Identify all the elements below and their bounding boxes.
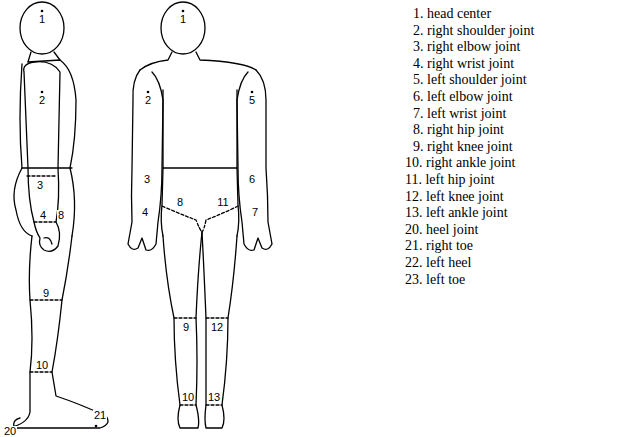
joint-list-item: 23. left toe — [405, 272, 465, 288]
callout-number: 4 — [141, 207, 149, 218]
callout-number: 11 — [216, 197, 229, 208]
callout-number: 21 — [93, 410, 107, 421]
callout-number: 8 — [176, 197, 184, 208]
joint-list-item: 20. heel joint — [405, 222, 479, 238]
callout-number: 3 — [36, 180, 44, 191]
joint-list-item: 21. right toe — [405, 238, 473, 254]
joint-list-item: 10. right ankle joint — [405, 155, 515, 171]
joint-list-item: 1. head center — [413, 6, 491, 22]
callout-number: 1 — [179, 14, 187, 25]
joint-list-item: 7. left wrist joint — [413, 106, 506, 122]
callout-number: 8 — [57, 210, 65, 221]
callout-number: 10 — [35, 360, 49, 371]
joint-list-item: 2. right shoulder joint — [413, 23, 534, 39]
joint-list-item: 6. left elbow joint — [413, 89, 513, 105]
callout-number: 2 — [38, 95, 46, 106]
front-figure — [128, 2, 272, 428]
joint-list-item: 12. left knee joint — [405, 189, 504, 205]
callout-number: 5 — [248, 95, 256, 106]
joint-list-item: 22. left heel — [405, 255, 471, 271]
callout-number: 6 — [248, 174, 256, 185]
callout-number: 13 — [207, 392, 221, 403]
callout-number: 4 — [39, 210, 47, 221]
joint-list-item: 8. right hip joint — [413, 122, 504, 138]
callout-number: 1 — [38, 14, 46, 25]
callout-number: 20 — [3, 426, 17, 437]
callout-number: 3 — [143, 174, 151, 185]
side-figure — [5, 2, 108, 433]
callout-number: 10 — [181, 392, 195, 403]
joint-list-item: 11. left hip joint — [405, 172, 495, 188]
callout-number: 9 — [182, 322, 190, 333]
callout-number: 9 — [42, 288, 50, 299]
callout-number: 2 — [144, 95, 152, 106]
joint-list-item: 13. left ankle joint — [405, 205, 508, 221]
callout-number: 7 — [251, 207, 259, 218]
callout-number: 12 — [210, 322, 224, 333]
joint-list-item: 5. left shoulder joint — [413, 72, 527, 88]
joint-list-item: 4. right wrist joint — [413, 56, 514, 72]
joint-list-item: 9. right knee joint — [413, 139, 513, 155]
joint-list-item: 3. right elbow joint — [413, 39, 520, 55]
